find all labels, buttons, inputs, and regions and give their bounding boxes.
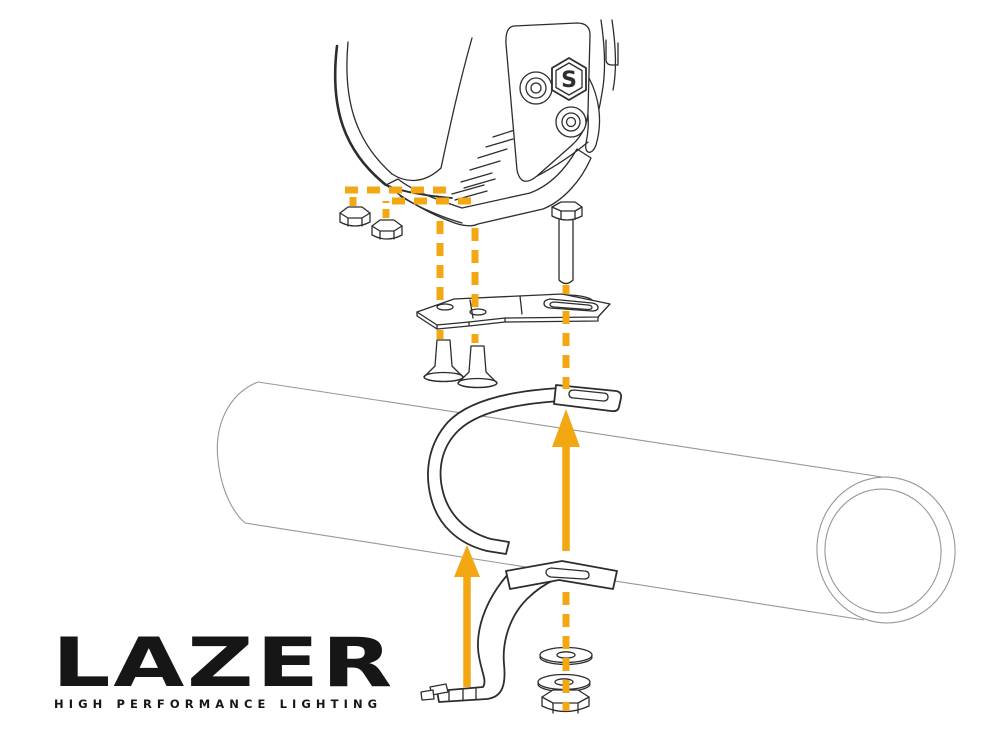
screw-head-base <box>423 371 464 383</box>
screw-head-base <box>457 377 498 389</box>
boss-outer <box>519 71 553 105</box>
lamp-housing: S <box>333 19 619 227</box>
boss-center <box>565 116 577 128</box>
clamp-strap-slot <box>568 389 609 402</box>
assembly-arrow-up <box>454 545 480 687</box>
lamp-mount-boss-upper <box>519 71 553 105</box>
mounting-tube <box>216 381 956 624</box>
lamp-mount-boss-lower <box>555 106 587 138</box>
clamp-hook-tab <box>505 560 618 590</box>
hex-nut <box>371 219 403 240</box>
lamp-base-contour <box>399 195 463 224</box>
badge-hex-inner <box>555 62 583 96</box>
lamp-rim-outer-arc <box>333 44 388 187</box>
clamp-hook <box>420 560 618 703</box>
arrow-head <box>552 409 580 447</box>
mounting-plate <box>416 293 611 330</box>
clamp-hook-foot-tab-2 <box>420 689 435 701</box>
plate-front-face <box>416 311 599 330</box>
countersunk-screw <box>423 339 464 383</box>
heatsink-fins <box>451 128 519 201</box>
lamp-body-notch <box>605 39 619 66</box>
boss-mid <box>525 77 547 99</box>
plate-slot-inner <box>549 301 593 311</box>
boss-mid <box>561 112 581 132</box>
screw-body <box>423 339 464 383</box>
plate-slot-outer <box>543 298 599 312</box>
lamp-base <box>385 148 592 227</box>
assembly-guides <box>345 186 580 711</box>
brand-wordmark: LAZER <box>52 624 396 703</box>
hex-nut-top-face <box>339 212 371 227</box>
lamp-body-lower-curve <box>536 141 589 177</box>
hex-nut <box>339 206 371 227</box>
clamp-strap-tab <box>553 384 623 413</box>
clamp-hex-nut <box>541 689 590 714</box>
boss-center <box>530 82 542 94</box>
lamp-rim-inner-arc <box>346 41 393 175</box>
tube-left-cap <box>216 381 259 524</box>
hex-nut-body <box>541 689 590 713</box>
boss-outer <box>555 106 587 138</box>
arrow-head <box>454 545 480 577</box>
fixing-nuts <box>339 206 403 240</box>
tube-open-end-inner <box>824 488 942 614</box>
brand-badge-hexagon: S <box>551 57 587 101</box>
tube-open-end-outer <box>816 476 956 624</box>
badge-monogram: S <box>561 68 577 93</box>
lamp-body-outer-edge <box>611 19 617 91</box>
bolt-head-top-face <box>551 206 583 221</box>
clamp-hook-slot <box>545 567 590 580</box>
plate-hole <box>436 303 454 311</box>
assembly-arrow-up <box>552 409 580 551</box>
countersunk-screw <box>457 345 498 389</box>
hex-nut-top-face <box>371 225 403 240</box>
plate-hole <box>469 308 487 316</box>
brand-logo: LAZER HIGH PERFORMANCE LIGHTING <box>52 630 392 726</box>
clamp-hook-foot-notches <box>448 688 477 702</box>
clamp-strap-band <box>427 387 562 555</box>
brand-tagline: HIGH PERFORMANCE LIGHTING <box>54 697 383 711</box>
bolt-shaft <box>558 218 574 285</box>
hex-bolt <box>551 201 583 285</box>
screw-body <box>457 345 498 389</box>
countersunk-screws <box>423 339 498 389</box>
clamp-strap <box>427 384 623 555</box>
lamp-lens-arc <box>440 37 473 169</box>
lamp-lens-bottom <box>391 167 442 182</box>
